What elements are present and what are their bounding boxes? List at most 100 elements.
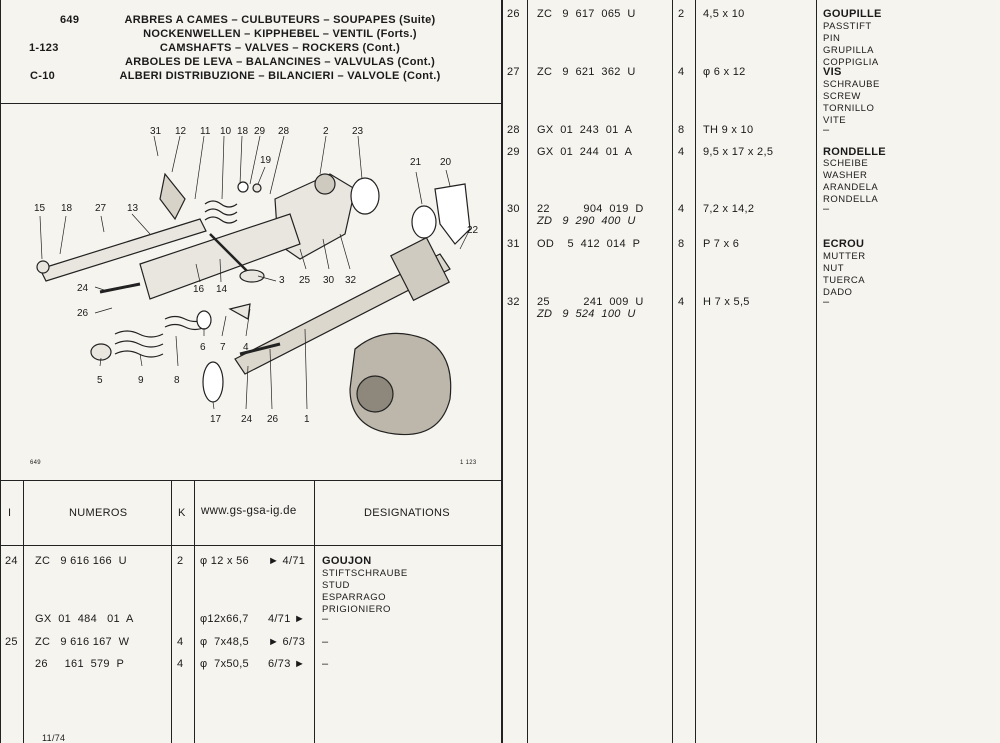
seal (196, 310, 212, 330)
quantity: 4 (678, 66, 685, 78)
left-border (0, 0, 1, 743)
row-index: 29 (507, 146, 520, 158)
valve-spring-upper (204, 200, 238, 224)
callout-25: 25 (299, 275, 311, 286)
designation-it: COPPIGLIA (823, 57, 879, 68)
col-header-k: K (178, 507, 186, 519)
callout-23: 23 (352, 126, 364, 137)
col-line (23, 480, 24, 743)
callout-7: 7 (220, 342, 226, 353)
dimension: φ 6 x 12 (703, 66, 746, 78)
seal-ring (350, 177, 380, 215)
callout-19: 19 (260, 155, 272, 166)
col-line (194, 480, 195, 743)
engine-pulley (356, 375, 394, 413)
designation-de: SCHEIBE (823, 158, 869, 169)
designation: – (823, 124, 830, 136)
row-index: 26 (507, 8, 520, 20)
callout-8: 8 (174, 375, 180, 386)
valve-stem (209, 233, 251, 275)
row-index: 31 (507, 238, 520, 250)
col-line (314, 480, 315, 743)
col-line (816, 0, 817, 743)
title-es: ARBOLES DE LEVA – BALANCINES – VALVULAS … (124, 56, 436, 68)
washer (237, 181, 249, 193)
housing-bore (314, 173, 336, 195)
validity-date: 6/73 ► (268, 658, 306, 670)
part-number: 26 161 579 P (35, 658, 125, 670)
designation-en: SCREW (823, 91, 861, 102)
callout-14: 14 (216, 284, 228, 295)
exploded-parts-diagram (36, 135, 471, 436)
title-it: ALBERI DISTRIBUZIONE – BILANCIERI – VALV… (119, 70, 441, 82)
designation-fr: GOUPILLE (823, 8, 882, 20)
callout-15: 15 (34, 203, 46, 214)
camshaft-flange (390, 236, 450, 302)
col-header-i: I (8, 507, 12, 519)
valve-small (228, 303, 251, 320)
col-line (171, 480, 172, 743)
valve-spring-lower (114, 330, 164, 358)
stud (99, 282, 141, 294)
print-date: 11/74 (42, 733, 66, 743)
col-header-numeros: NUMEROS (69, 507, 128, 519)
quantity: 2 (177, 555, 184, 567)
part-number: ZC 9 616 166 U (35, 555, 127, 567)
callout-18: 18 (237, 126, 249, 137)
part-number-alt: ZD 9 290 400 U (537, 215, 636, 227)
part-number: ZC 9 617 065 U (537, 8, 636, 20)
designation-de: MUTTER (823, 251, 866, 262)
nut (252, 183, 262, 193)
designation: – (823, 296, 830, 308)
callout-2: 2 (323, 126, 329, 137)
dimension: 9,5 x 17 x 2,5 (703, 146, 774, 158)
designation-fr: RONDELLE (823, 146, 886, 158)
designation-fr: GOUJON (322, 555, 372, 567)
callout-26b: 26 (267, 414, 279, 425)
part-number: OD 5 412 014 P (537, 238, 641, 250)
designation-en: PIN (823, 33, 841, 44)
rocker-arm (159, 172, 186, 221)
dimension: φ 12 x 56 (200, 555, 249, 567)
diagram-divider (0, 480, 502, 481)
designation-es: ARANDELA (823, 182, 879, 193)
validity-date: ► 4/71 (268, 555, 306, 567)
part-number: ZC 9 616 167 W (35, 636, 130, 648)
callout-31: 31 (150, 126, 162, 137)
callout-5: 5 (97, 375, 103, 386)
designation-de: SCHRAUBE (823, 79, 880, 90)
title-de: NOCKENWELLEN – KIPPHEBEL – VENTIL (Forts… (143, 28, 417, 40)
col-header-designations: DESIGNATIONS (364, 507, 450, 519)
dimension: P 7 x 6 (703, 238, 740, 250)
group-code: 1-123 (29, 42, 59, 54)
diagram-ref-right: 1 123 (460, 460, 477, 466)
diagram-ref-left: 649 (30, 460, 41, 466)
designation-en: WASHER (823, 170, 868, 181)
part-number: GX 01 484 01 A (35, 613, 134, 625)
page-code: 649 (60, 14, 80, 26)
gasket (434, 183, 471, 245)
quantity: 8 (678, 238, 685, 250)
part-number: 25 241 009 U (537, 296, 644, 308)
callout-9: 9 (138, 375, 144, 386)
dimension: φ 7x48,5 (200, 636, 249, 648)
row-index: 28 (507, 124, 520, 136)
dimension: φ12x66,7 (200, 613, 249, 625)
callout-30: 30 (323, 275, 335, 286)
quantity: 4 (678, 203, 685, 215)
col-header-url: www.gs-gsa-ig.de (201, 505, 297, 517)
header-divider (0, 103, 502, 104)
callout-6: 6 (200, 342, 206, 353)
designation-it: VITE (823, 115, 847, 126)
callout-10: 10 (220, 126, 232, 137)
designation-es: TORNILLO (823, 103, 875, 114)
designation: – (322, 613, 329, 625)
camshaft (234, 253, 451, 375)
quantity: 4 (177, 636, 184, 648)
callout-24b: 24 (241, 414, 253, 425)
designation-it: DADO (823, 287, 853, 298)
table-header-divider (0, 545, 502, 546)
callout-26a: 26 (77, 308, 89, 319)
quantity: 4 (678, 146, 685, 158)
callout-12: 12 (175, 126, 187, 137)
